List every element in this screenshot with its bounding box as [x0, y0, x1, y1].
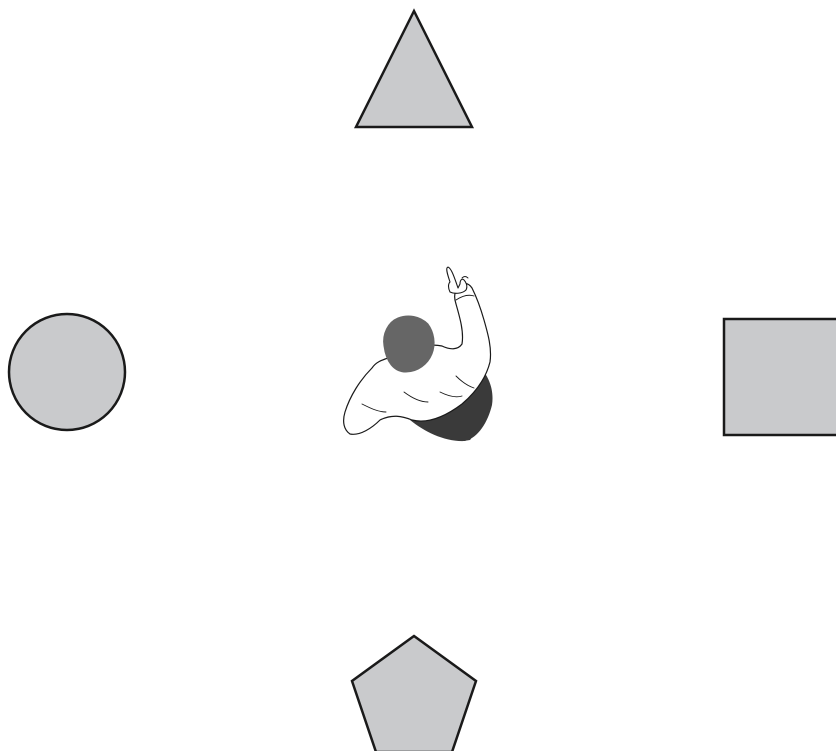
pentagon-shape [352, 636, 476, 751]
person-finger [462, 277, 468, 279]
square-shape [724, 319, 836, 435]
triangle-shape [356, 11, 472, 127]
circle-shape [9, 314, 125, 430]
person-pointing-figure [344, 267, 493, 441]
person-pointing-hand [447, 267, 467, 293]
